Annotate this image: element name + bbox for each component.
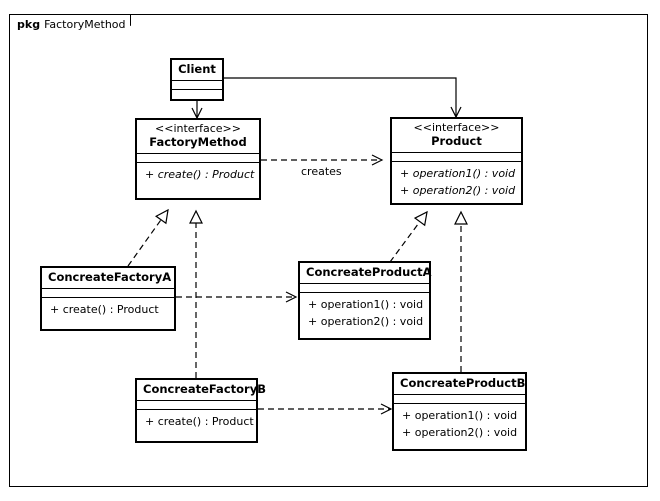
class-operations-concreateproductb: + operation1() : void + operation2() : v… [394,404,525,449]
class-operations-client [172,90,222,99]
operation-item: + operation2() : void [400,183,516,197]
class-attributes-concreateproducta [300,284,429,294]
class-name-concreateproductb: ConcreateProductB [400,376,526,390]
class-header-factorymethod: <<interface>> FactoryMethod [137,120,259,154]
class-header-concreatefactoryb: ConcreateFactoryB [137,380,266,402]
class-name-concreateproducta: ConcreateProductA [306,265,432,279]
package-label: pkg FactoryMethod [9,14,131,35]
class-stereotype-product: <<interface>> [413,121,500,134]
operation-item: + operation1() : void [308,298,424,312]
class-attributes-product [392,153,521,162]
package-frame [9,14,648,487]
class-attributes-factorymethod [137,154,259,163]
class-box-factorymethod[interactable]: <<interface>> FactoryMethod + create() :… [135,118,261,200]
edge-label-creates: creates [299,165,344,178]
class-header-concreatefactorya: ConcreateFactoryA [42,268,174,290]
class-operations-product: + operation1() : void + operation2() : v… [392,162,521,204]
class-attributes-concreatefactoryb [137,401,256,411]
operation-item: + operation1() : void [402,409,518,423]
class-box-concreateproducta[interactable]: ConcreateProductA + operation1() : void … [298,261,432,340]
class-stereotype-factorymethod: <<interface>> [155,122,241,135]
class-box-concreatefactoryb[interactable]: ConcreateFactoryB + create() : Product [135,378,266,443]
class-operations-concreateproducta: + operation1() : void + operation2() : v… [300,293,429,338]
operation-item: + operation1() : void [400,166,516,180]
class-box-concreateproductb[interactable]: ConcreateProductB + operation1() : void … [392,372,527,451]
class-name-factorymethod: FactoryMethod [149,134,247,149]
class-name-client: Client [178,62,216,76]
class-box-concreatefactorya[interactable]: ConcreateFactoryA + create() : Product [40,266,176,331]
class-operations-concreatefactoryb: + create() : Product [137,410,256,441]
operation-item: + create() : Product [145,167,255,181]
class-attributes-concreatefactorya [42,289,174,299]
class-attributes-concreateproductb [394,395,525,405]
class-header-product: <<interface>> Product [392,119,521,153]
class-operations-concreatefactorya: + create() : Product [42,298,174,329]
operation-item: + operation2() : void [402,426,518,440]
operation-item: + create() : Product [145,415,254,429]
class-header-concreateproducta: ConcreateProductA [300,263,432,285]
package-tab-mask [10,33,130,36]
class-operations-factorymethod: + create() : Product [137,163,259,198]
class-box-product[interactable]: <<interface>> Product + operation1() : v… [390,117,523,205]
package-keyword: pkg [17,18,41,31]
class-header-client: Client [172,60,222,82]
class-header-concreateproductb: ConcreateProductB [394,374,526,396]
class-attributes-client [172,81,222,91]
class-box-client[interactable]: Client [170,58,224,101]
class-name-concreatefactoryb: ConcreateFactoryB [143,382,266,396]
class-name-product: Product [431,133,482,148]
operation-item: + create() : Product [50,303,159,317]
class-name-concreatefactorya: ConcreateFactoryA [48,270,172,284]
operation-item: + operation2() : void [308,315,424,329]
package-name: FactoryMethod [44,18,126,31]
